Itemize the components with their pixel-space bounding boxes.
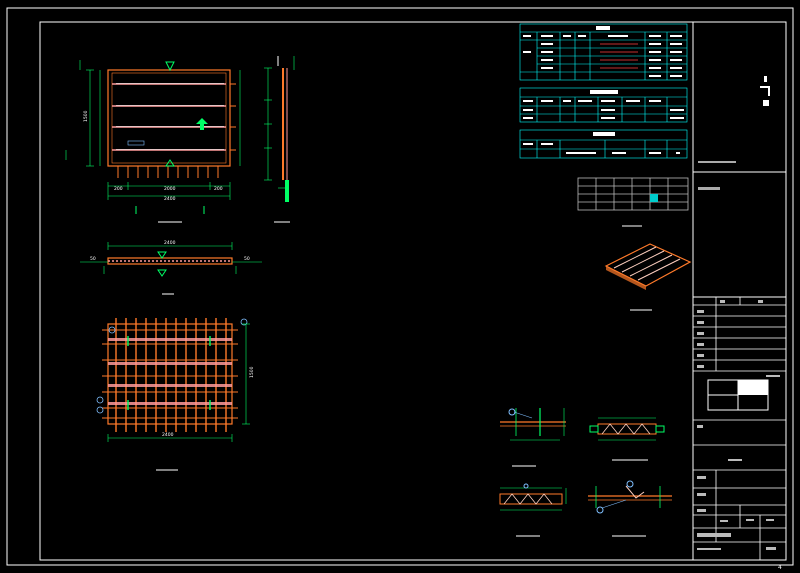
bottom-plan-tags [96, 318, 248, 414]
detail-3 [499, 483, 567, 537]
section-1-1-dim-left: 50 [90, 256, 96, 262]
plan-dim-right: 200 [214, 186, 223, 192]
material-total-table [519, 129, 688, 159]
plan-view: 200 2000 200 2400 1500 [65, 60, 241, 223]
outer-border [6, 7, 794, 566]
plan-lifting-point-bottom-icon [165, 159, 175, 167]
plan-bottom-bars [117, 166, 219, 178]
bottom-plan-horizontal-bars [102, 329, 238, 419]
title-small-notes [698, 161, 736, 190]
detail-4 [588, 480, 672, 537]
section-1-1-dims [80, 242, 262, 274]
section-2-2-dims [264, 56, 295, 189]
plan-section-markers [135, 206, 205, 214]
section-1-1-lift-icon [157, 269, 167, 277]
section-1-1-view: 2400 50 50 [80, 240, 262, 295]
bottom-plan-dim-total: 2400 [162, 432, 174, 438]
bottom-rebar-plan: 2400 1500 [96, 318, 255, 471]
bottom-plan-rebar-bands [108, 338, 232, 405]
company-logo-box [707, 379, 769, 411]
section-2-2-view [264, 56, 295, 223]
project-name-cell [692, 21, 787, 173]
section-1-1-lift-top-icon [157, 251, 167, 259]
isometric-slab-view [604, 243, 692, 290]
section-1-1-dim-total: 2400 [164, 240, 176, 246]
steel-schedule-table [519, 23, 688, 81]
page-number: 4 [778, 564, 782, 571]
rebar-summary-table [519, 87, 688, 123]
bottom-plan-green-ticks [127, 336, 211, 410]
bottom-plan-dim-side: 1500 [249, 366, 255, 378]
plan-up-arrow-icon [196, 118, 208, 130]
plan-rebar-dots [116, 83, 224, 150]
plan-rebar-rows [112, 83, 226, 151]
detail-2 [589, 417, 665, 461]
plan-dim-center: 2000 [164, 186, 176, 192]
plan-dim-left: 200 [114, 186, 123, 192]
section-1-1-dim-right: 50 [244, 256, 250, 262]
plan-dim-side: 1500 [83, 110, 89, 122]
detail-1 [500, 408, 566, 467]
drawing-name-cell [692, 171, 787, 298]
title-block-grid [693, 297, 786, 560]
table-cell-text-marks [523, 26, 684, 154]
plan-dim-total: 2400 [164, 196, 176, 202]
bottom-plan-dims [107, 323, 250, 442]
plan-label-box [127, 140, 145, 146]
plan-lifting-point-icon [165, 61, 175, 72]
inner-border [39, 21, 787, 561]
title-block-placeholder-marks [697, 300, 780, 550]
bottom-plan-vertical-bars [115, 318, 227, 432]
title-block [692, 21, 787, 560]
steel-table-rebar-sketches [600, 43, 638, 69]
project-logo-marks [760, 76, 770, 106]
plan-side-bars [230, 83, 236, 151]
plan-dimension-lines [65, 60, 241, 200]
stacking-diagram [577, 177, 689, 211]
